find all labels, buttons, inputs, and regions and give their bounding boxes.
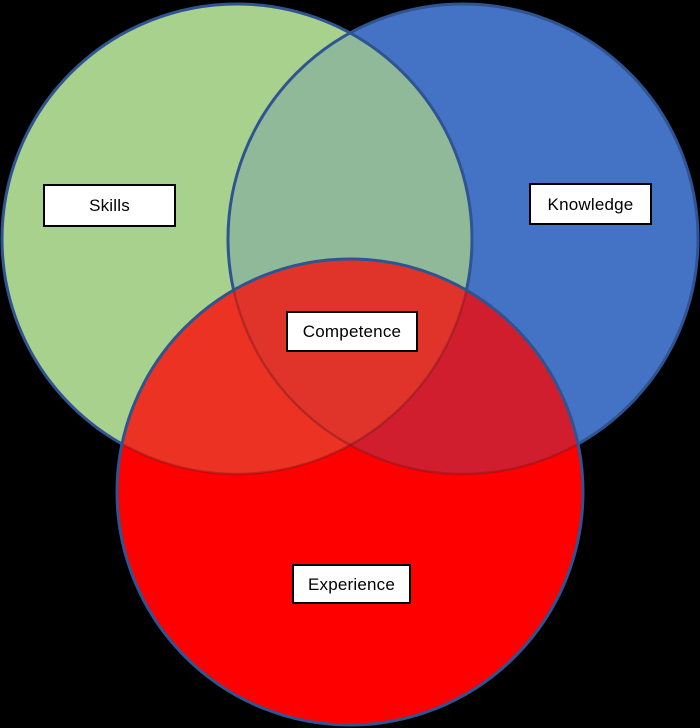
knowledge-label: Knowledge bbox=[529, 183, 652, 225]
experience-circle-outline bbox=[115, 257, 585, 727]
knowledge-arc-through-red bbox=[226, 259, 583, 476]
skills-label: Skills bbox=[43, 184, 176, 227]
competence-label: Competence bbox=[286, 311, 418, 352]
experience-label: Experience bbox=[292, 564, 411, 604]
skills-arc-through-red bbox=[117, 259, 474, 476]
center-overlap bbox=[228, 259, 472, 474]
